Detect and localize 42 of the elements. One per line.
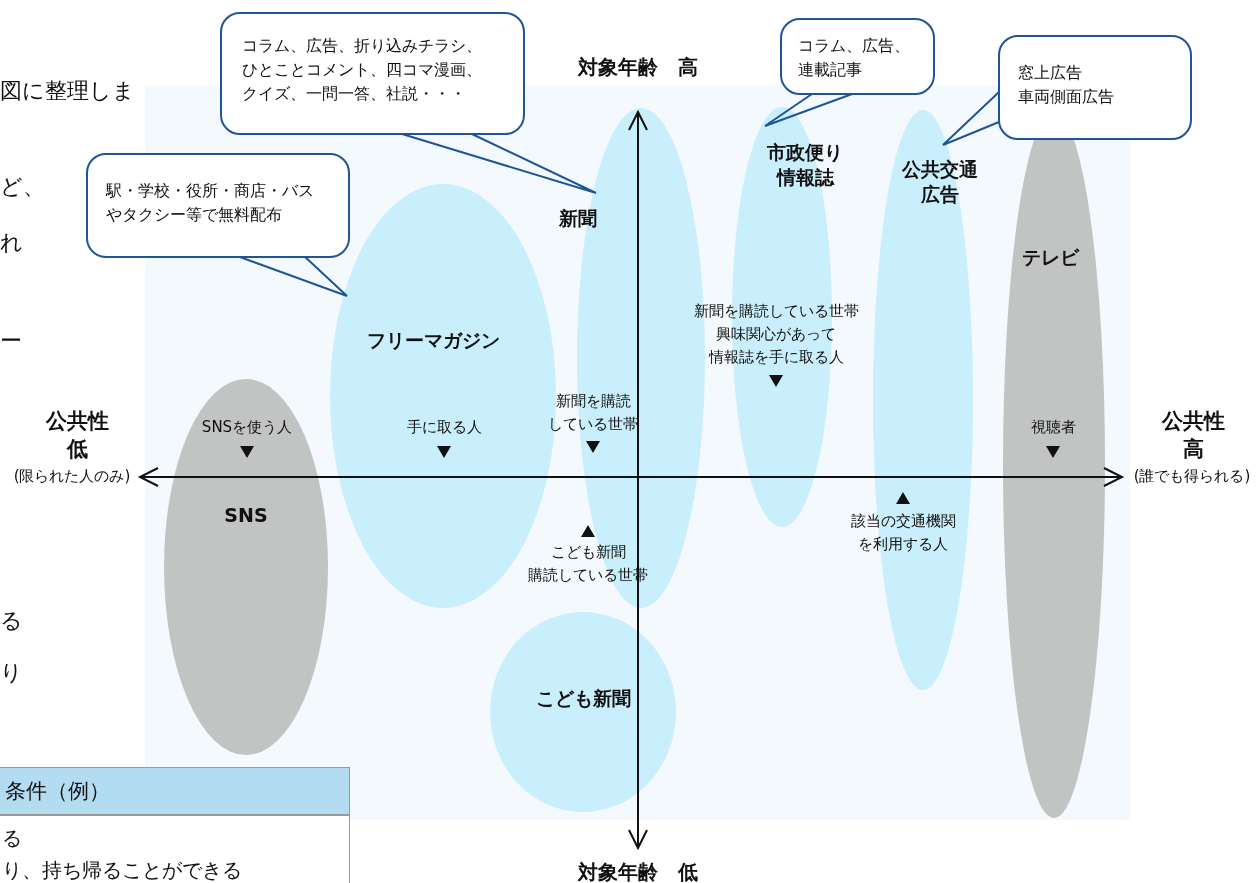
text-fragment: 図に整理しま bbox=[0, 77, 135, 105]
area-title: 市政便り情報誌 bbox=[767, 140, 843, 190]
axis-label: 公共性 bbox=[45, 408, 109, 435]
speech-bubble bbox=[998, 35, 1192, 140]
text-fragment: れ bbox=[0, 229, 23, 257]
callout-tail bbox=[764, 93, 854, 127]
speech-bubble bbox=[780, 18, 935, 95]
text-fragment: り bbox=[0, 659, 23, 687]
callout-text: コラム、広告、連載記事 bbox=[798, 35, 910, 81]
text-fragment: る bbox=[0, 607, 23, 635]
area-title: こども新聞 bbox=[535, 686, 631, 711]
callout-tail bbox=[942, 91, 1000, 146]
area-title: 公共交通広告 bbox=[902, 157, 978, 207]
axis-note: (限られた人のみ) bbox=[13, 466, 131, 487]
table-header-cell: 条件（例） bbox=[0, 767, 350, 815]
axis-label: 高 bbox=[1182, 436, 1204, 463]
text-fragment: り、持ち帰ることができる bbox=[2, 857, 242, 883]
callout-tail bbox=[238, 256, 348, 297]
audience-label: 新聞を購読している世帯興味関心があって情報誌を手に取る人 bbox=[693, 301, 859, 368]
callout-text: 駅・学校・役所・商店・バスやタクシー等で無料配布 bbox=[106, 180, 314, 226]
area-title: フリーマガジン bbox=[366, 328, 500, 353]
speech-bubble bbox=[86, 153, 350, 258]
audience-label: 新聞を購読している世帯 bbox=[548, 391, 638, 435]
axis-note: (誰でも得られる) bbox=[1133, 466, 1251, 487]
axis-label: 公共性 bbox=[1161, 408, 1225, 435]
audience-label: 該当の交通機関を利用する人 bbox=[850, 511, 956, 555]
callout-text: 窓上広告車両側面広告 bbox=[1018, 62, 1114, 108]
area-title: SNS bbox=[224, 503, 268, 528]
audience-label: 手に取る人 bbox=[406, 417, 482, 438]
speech-bubble bbox=[220, 12, 525, 135]
axis-label: 低 bbox=[66, 436, 88, 463]
text-fragment: ー bbox=[0, 327, 22, 355]
audience-label: 視聴者 bbox=[1030, 417, 1076, 438]
axis-label: 対象年齢 高 bbox=[578, 54, 698, 81]
text-fragment: ど、 bbox=[0, 173, 45, 201]
callout-tail bbox=[401, 133, 597, 194]
area-title: テレビ bbox=[1021, 245, 1079, 270]
callout-text: コラム、広告、折り込みチラシ、ひとことコメント、四コマ漫画、クイズ、一問一答、社説・・・ bbox=[242, 35, 482, 105]
axis-label: 対象年齢 低 bbox=[578, 859, 698, 883]
text-fragment: る bbox=[2, 825, 22, 852]
audience-label: SNSを使う人 bbox=[201, 417, 293, 438]
area-title: 新聞 bbox=[559, 206, 597, 231]
